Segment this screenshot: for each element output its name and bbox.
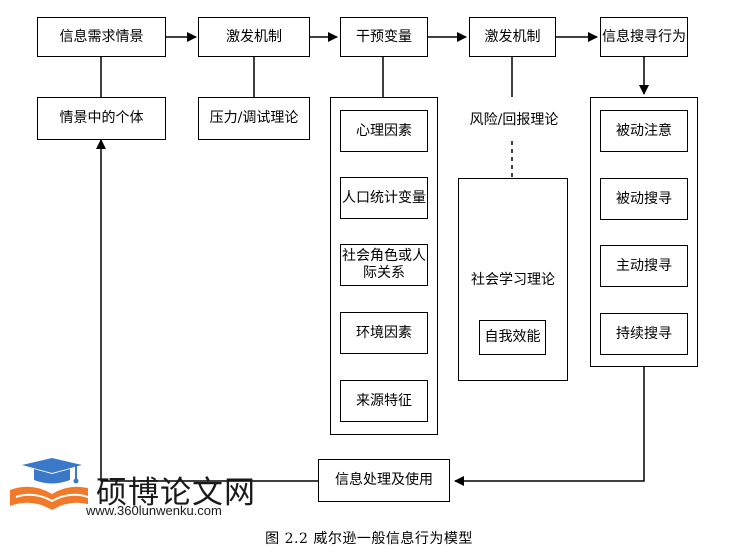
passive-search-box: 被动搜寻 — [600, 178, 688, 220]
self-efficacy-box: 自我效能 — [479, 320, 546, 355]
self-efficacy-label: 自我效能 — [484, 329, 541, 345]
stress-coping-theory-label: 压力/调试理论 — [209, 110, 299, 126]
psychological-factors-label: 心理因素 — [356, 122, 412, 139]
social-role-label: 社会角色或人际关系 — [342, 248, 426, 281]
activating-mechanism-box-1: 激发机制 — [198, 17, 310, 57]
info-processing-box: 信息处理及使用 — [318, 459, 450, 502]
intervening-variables-label: 干预变量 — [356, 28, 412, 45]
psychological-factors-box: 心理因素 — [340, 110, 428, 152]
risk-reward-theory-label-box: 风险/回报理论 — [460, 99, 568, 139]
info-need-context-box: 信息需求情景 — [37, 17, 166, 57]
person-in-context-box: 情景中的个体 — [37, 97, 166, 140]
demographic-variables-label: 人口统计变量 — [342, 189, 426, 206]
social-learning-title-box: 社会学习理论 — [462, 267, 564, 291]
info-need-context-label: 信息需求情景 — [59, 28, 144, 45]
figure-caption: 图 2.2 威尔逊一般信息行为模型 — [265, 531, 473, 547]
ongoing-search-box: 持续搜寻 — [600, 313, 688, 355]
stress-coping-theory-box: 压力/调试理论 — [198, 97, 310, 140]
watermark-url: www.360lunwenku.com — [86, 503, 222, 518]
passive-attention-label: 被动注意 — [616, 122, 672, 139]
ongoing-search-label: 持续搜寻 — [616, 325, 672, 342]
info-processing-label: 信息处理及使用 — [335, 472, 433, 488]
source-characteristics-box: 来源特征 — [340, 380, 428, 422]
demographic-variables-box: 人口统计变量 — [340, 177, 428, 219]
arrow-processing-to-person — [96, 139, 318, 482]
line-modes-to-processing — [454, 367, 645, 486]
environmental-factors-label: 环境因素 — [356, 324, 412, 341]
active-search-label: 主动搜寻 — [616, 257, 672, 274]
social-learning-title: 社会学习理论 — [471, 272, 555, 288]
passive-attention-box: 被动注意 — [600, 110, 688, 152]
passive-search-label: 被动搜寻 — [616, 190, 672, 207]
risk-reward-theory-label: 风险/回报理论 — [469, 112, 559, 128]
environmental-factors-box: 环境因素 — [340, 312, 428, 354]
social-role-box: 社会角色或人际关系 — [340, 244, 428, 286]
info-seeking-behavior-box: 信息搜寻行为 — [600, 17, 688, 57]
activating-mechanism-label-1: 激发机制 — [226, 28, 282, 45]
person-in-context-label: 情景中的个体 — [59, 110, 144, 126]
active-search-box: 主动搜寻 — [600, 245, 688, 287]
info-seeking-behavior-label: 信息搜寻行为 — [602, 28, 686, 45]
source-characteristics-label: 来源特征 — [356, 392, 412, 409]
intervening-variables-box: 干预变量 — [340, 17, 428, 57]
watermark-site-name: 硕博论文网 — [96, 475, 256, 511]
graduation-cap-book-icon — [10, 458, 88, 510]
activating-mechanism-label-2: 激发机制 — [484, 28, 541, 45]
activating-mechanism-box-2: 激发机制 — [469, 17, 556, 57]
